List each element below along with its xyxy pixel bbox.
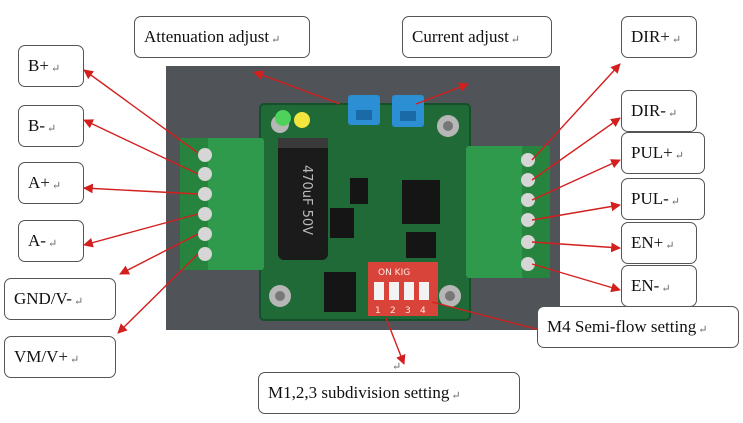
paragraph-mark-icon: ↵ <box>674 149 684 162</box>
label-m123-subdivision: M1,2,3 subdivision setting↵ <box>258 372 520 414</box>
label-pul-minus: PUL-↵ <box>621 178 705 220</box>
label-m123-text: M1,2,3 subdivision setting <box>268 383 450 402</box>
arrow-m123 <box>385 317 406 365</box>
paragraph-mark-icon: ↵ <box>73 295 84 308</box>
terminal-screws-right <box>521 153 535 271</box>
label-a-minus: A-↵ <box>18 220 84 262</box>
paragraph-mark-icon: ↵ <box>271 33 281 46</box>
label-en-plus: EN+↵ <box>621 222 697 264</box>
callout-arrows <box>83 63 621 365</box>
paragraph-mark-icon: ↵ <box>47 122 57 135</box>
label-m4-text: M4 Semi-flow setting <box>547 317 697 336</box>
label-gnd-text: GND/V- <box>14 289 72 308</box>
paragraph-mark-icon: ↵ <box>510 33 521 46</box>
arrow-a-plus <box>83 183 199 195</box>
paragraph-mark-icon: ↵ <box>51 179 62 192</box>
terminal-screws-left <box>198 148 212 261</box>
arrow-dir-minus <box>531 117 621 181</box>
ic-chip <box>350 178 368 204</box>
paragraph-mark-icon: ↵ <box>451 389 461 402</box>
ic-chip <box>402 180 440 224</box>
label-dir-minus-text: DIR- <box>631 101 666 120</box>
led-yellow <box>294 112 310 128</box>
arrow-gnd <box>119 233 199 275</box>
paragraph-mark-icon: ↵ <box>698 323 708 336</box>
label-b-plus-text: B+ <box>28 56 49 75</box>
arrow-vm <box>117 253 199 334</box>
arrow-en-minus <box>531 263 621 293</box>
label-dir-plus: DIR+↵ <box>621 16 697 58</box>
paragraph-mark-icon: ↵ <box>670 195 680 208</box>
label-en-plus-text: EN+ <box>631 233 664 252</box>
arrow-en-plus <box>531 241 621 253</box>
capacitor-text: 470uF 50V <box>299 165 314 235</box>
led-green <box>275 110 291 126</box>
arrow-attenuation <box>253 70 341 105</box>
ic-chip <box>330 208 354 238</box>
label-en-minus-text: EN- <box>631 276 660 295</box>
paragraph-mark-icon: ↵ <box>69 353 80 366</box>
paragraph-mark-icon: ↵ <box>671 33 682 46</box>
label-b-minus-text: B- <box>28 116 45 135</box>
label-vm-text: VM/V+ <box>14 347 68 366</box>
label-pul-plus: PUL+↵ <box>621 132 705 174</box>
label-vm: VM/V+↵ <box>4 336 116 378</box>
label-pul-minus-text: PUL- <box>631 189 669 208</box>
dip-number: 1 <box>375 306 381 316</box>
arrow-pul-minus <box>531 201 621 221</box>
dip-number: 2 <box>390 306 396 316</box>
dip-header-text: ON KIG <box>378 268 410 278</box>
label-m4-semi-flow: M4 Semi-flow setting↵ <box>537 306 739 348</box>
paragraph-mark-icon: ↵ <box>50 62 61 75</box>
ic-chip <box>324 272 356 312</box>
arrow-dir-plus <box>531 63 621 161</box>
capacitor <box>278 138 328 260</box>
arrow-a-minus <box>83 213 199 248</box>
arrow-b-minus <box>83 119 199 175</box>
label-a-plus: A+↵ <box>18 162 84 204</box>
paragraph-mark-icon: ↵ <box>665 239 675 252</box>
label-current-adjust: Current adjust↵ <box>402 16 552 58</box>
paragraph-mark-icon: ↵ <box>667 107 678 120</box>
label-dir-plus-text: DIR+ <box>631 27 670 46</box>
label-attenuation-text: Attenuation adjust <box>144 27 270 46</box>
paragraph-mark-icon: ↵ <box>47 237 58 250</box>
paragraph-mark-icon: ↵ <box>661 282 671 295</box>
label-attenuation-adjust: Attenuation adjust↵ <box>134 16 310 58</box>
dip-number: 3 <box>405 306 411 316</box>
dip-number: 4 <box>420 306 426 316</box>
label-b-plus: B+↵ <box>18 45 84 87</box>
label-pul-plus-text: PUL+ <box>631 143 673 162</box>
label-dir-minus: DIR-↵ <box>621 90 697 132</box>
label-current-text: Current adjust <box>412 27 509 46</box>
label-en-minus: EN-↵ <box>621 265 697 307</box>
label-gnd: GND/V-↵ <box>4 278 116 320</box>
arrow-b-plus <box>83 69 199 154</box>
ic-chip <box>406 232 436 258</box>
label-a-plus-text: A+ <box>28 173 50 192</box>
arrow-current <box>415 82 469 105</box>
paragraph-mark-icon: ↵ <box>392 361 402 373</box>
arrow-m4 <box>431 301 541 331</box>
label-a-minus-text: A- <box>28 231 46 250</box>
arrow-pul-plus <box>531 159 621 201</box>
label-b-minus: B-↵ <box>18 105 84 147</box>
